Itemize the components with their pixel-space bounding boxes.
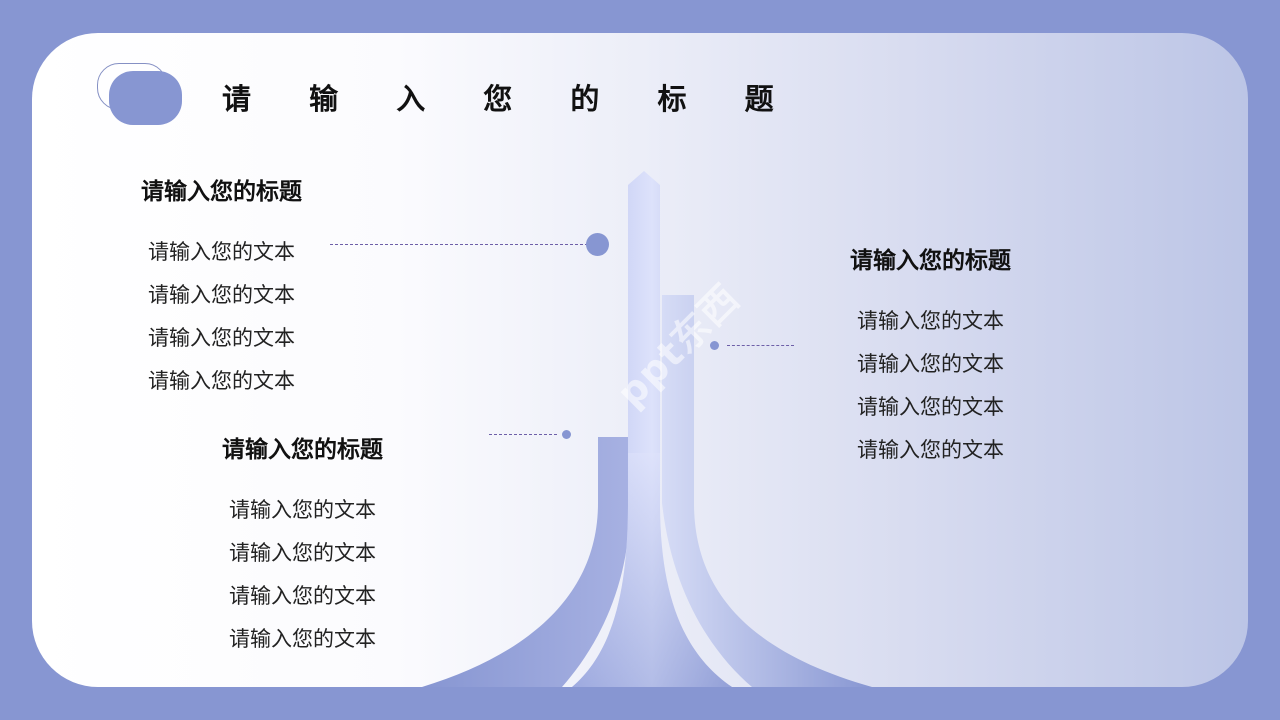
text-line: 请输入您的文本 [857,395,1004,419]
section-2-title: 请输入您的标题 [222,436,383,463]
section-3-title: 请输入您的标题 [850,247,1011,274]
rounded-badge-fill [109,71,182,125]
section-1-text: 请输入您的文本 请输入您的文本 请输入您的文本 请输入您的文本 [148,231,295,403]
connector-dot-1 [586,233,609,256]
arrow-pillar-graphic [422,171,872,687]
text-line: 请输入您的文本 [148,326,295,350]
text-line: 请输入您的文本 [148,240,295,264]
text-line: 请输入您的文本 [148,283,295,307]
connector-dot-3 [710,341,719,350]
text-line: 请输入您的文本 [229,541,376,565]
text-line: 请输入您的文本 [857,352,1004,376]
text-line: 请输入您的文本 [229,627,376,651]
connector-line-2 [489,434,557,435]
section-1-title: 请输入您的标题 [141,178,302,205]
connector-line-1 [330,244,588,245]
slide-card: ppt东西 [32,33,1248,687]
page-title: 请 输 入 您 的 标 题 [222,82,798,116]
section-3-text: 请输入您的文本 请输入您的文本 请输入您的文本 请输入您的文本 [857,300,1004,472]
connector-line-3 [727,345,794,346]
text-line: 请输入您的文本 [229,584,376,608]
text-line: 请输入您的文本 [857,438,1004,462]
section-2-text: 请输入您的文本 请输入您的文本 请输入您的文本 请输入您的文本 [229,489,376,661]
text-line: 请输入您的文本 [229,498,376,522]
text-line: 请输入您的文本 [857,309,1004,333]
connector-dot-2 [562,430,571,439]
text-line: 请输入您的文本 [148,369,295,393]
